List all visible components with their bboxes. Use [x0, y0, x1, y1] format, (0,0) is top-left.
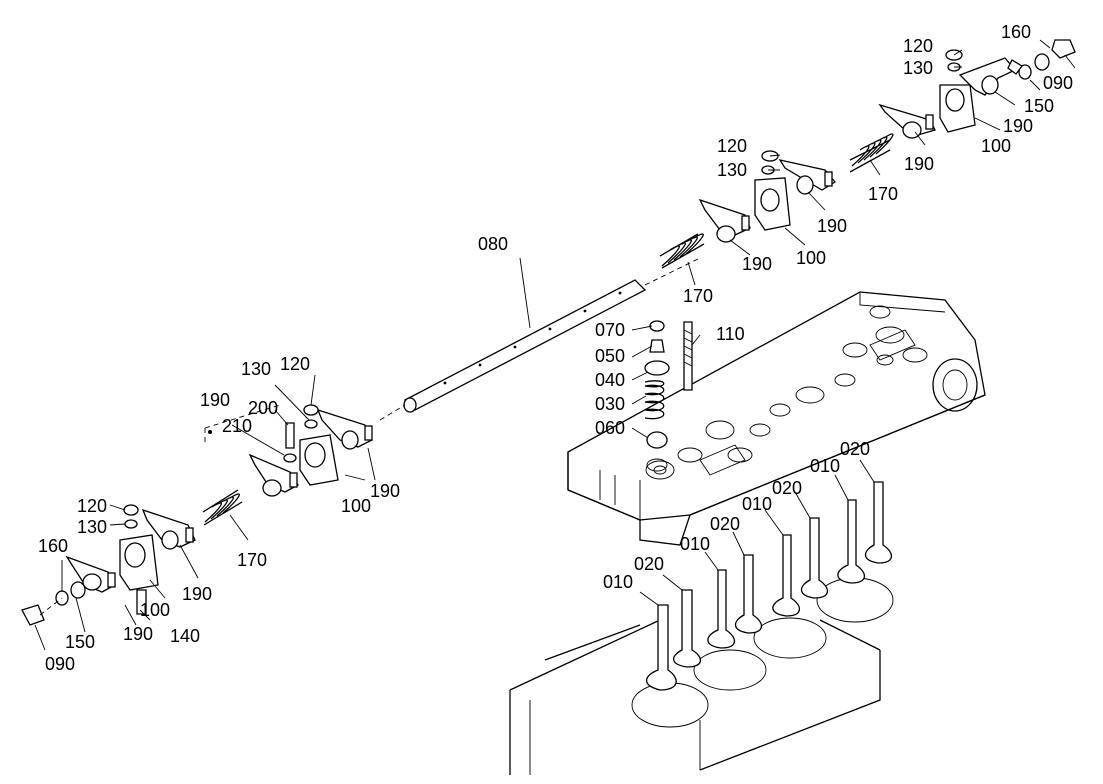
shaft-spring-left: [202, 489, 243, 526]
shaft-spring-middle: [659, 233, 705, 269]
label-100: 100: [140, 600, 170, 620]
rocker-assembly-upper-right: [878, 39, 1076, 139]
label-200: 200: [248, 398, 278, 418]
valve-010-c: [772, 534, 801, 617]
label-120: 120: [77, 496, 107, 516]
label-060: 060: [595, 418, 625, 438]
label-190: 190: [817, 216, 847, 236]
label-160: 160: [1001, 22, 1031, 42]
label-100: 100: [341, 496, 371, 516]
label-090: 090: [1043, 73, 1073, 93]
label-190: 190: [370, 481, 400, 501]
valve-010-b: [707, 569, 736, 649]
part-labels: 080 120 130 160 090 150 190 100 190 170 …: [38, 22, 1073, 674]
label-210: 210: [222, 416, 252, 436]
valve-020-a: [672, 589, 702, 668]
label-020: 020: [710, 514, 740, 534]
label-170: 170: [868, 184, 898, 204]
rocker-assembly-left: [21, 504, 196, 626]
label-120: 120: [280, 354, 310, 374]
rocker-assembly-middle: [698, 150, 836, 243]
rocker-shaft: [379, 257, 701, 421]
label-090: 090: [45, 654, 75, 674]
shaft-spring-upper-right: [849, 133, 894, 173]
label-100: 100: [981, 136, 1011, 156]
label-100: 100: [796, 248, 826, 268]
label-050: 050: [595, 346, 625, 366]
label-040: 040: [595, 370, 625, 390]
label-190: 190: [200, 390, 230, 410]
label-010: 010: [603, 572, 633, 592]
label-010: 010: [810, 456, 840, 476]
label-120: 120: [903, 36, 933, 56]
label-020: 020: [634, 554, 664, 574]
label-150: 150: [65, 632, 95, 652]
label-010: 010: [742, 494, 772, 514]
label-160: 160: [38, 536, 68, 556]
label-020: 020: [840, 439, 870, 459]
label-110: 110: [716, 324, 745, 344]
label-130: 130: [241, 359, 271, 379]
valves: [645, 481, 893, 691]
label-120: 120: [717, 136, 747, 156]
label-020: 020: [772, 478, 802, 498]
label-030: 030: [595, 394, 625, 414]
label-150: 150: [1024, 96, 1054, 116]
valve-020-b: [734, 554, 763, 634]
label-170: 170: [237, 550, 267, 570]
label-190: 190: [904, 154, 934, 174]
label-130: 130: [903, 58, 933, 78]
valve-020-d: [864, 481, 893, 564]
cylinder-block: [509, 577, 894, 775]
label-130: 130: [77, 517, 107, 537]
valve-spring-stack: [644, 320, 693, 472]
label-190: 190: [182, 584, 212, 604]
label-170: 170: [683, 286, 713, 306]
label-190: 190: [123, 624, 153, 644]
label-080: 080: [478, 234, 508, 254]
label-140: 140: [170, 626, 200, 646]
label-010: 010: [680, 534, 710, 554]
valve-010-d: [837, 499, 866, 584]
label-190: 190: [742, 254, 772, 274]
valve-010-a: [645, 604, 677, 691]
label-130: 130: [717, 160, 747, 180]
label-190: 190: [1003, 116, 1033, 136]
rocker-assembly-left-center: [204, 404, 373, 497]
label-070: 070: [595, 320, 625, 340]
leader-lines: [34, 39, 1076, 651]
cylinder-head: [567, 291, 986, 546]
valve-020-c: [800, 517, 829, 599]
